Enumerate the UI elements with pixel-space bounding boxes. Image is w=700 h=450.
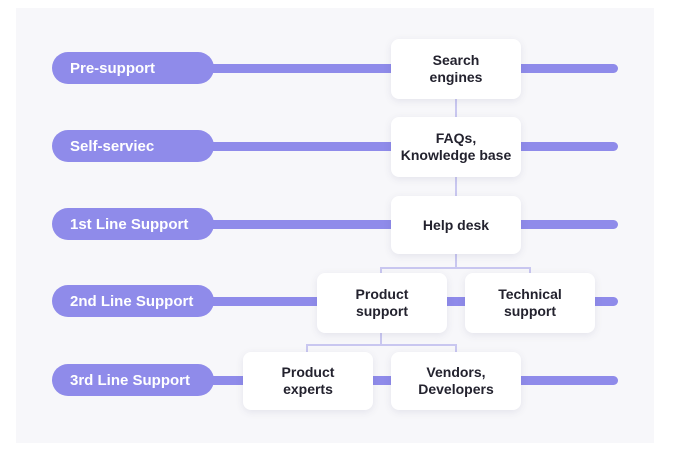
connector-search-faqs	[455, 99, 457, 119]
connector-product-support-down	[380, 333, 382, 345]
level-pill-2nd-line: 2nd Line Support	[52, 285, 214, 317]
level-pill-pre-support: Pre-support	[52, 52, 214, 84]
level-pill-3rd-line: 3rd Line Support	[52, 364, 214, 396]
node-technical-support: Technical support	[465, 273, 595, 333]
node-help-desk: Help desk	[391, 196, 521, 254]
connector-branch-3rd	[306, 344, 457, 346]
connector-to-product-experts	[306, 344, 308, 352]
connector-branch-2nd	[380, 267, 531, 269]
node-vendors-developers: Vendors, Developers	[391, 352, 521, 410]
connector-helpdesk-down	[455, 254, 457, 268]
node-search-engines: Search engines	[391, 39, 521, 99]
connector-to-vendors	[455, 344, 457, 352]
connector-faqs-helpdesk	[455, 177, 457, 197]
connector-to-technical-support	[529, 267, 531, 273]
connector-to-product-support	[380, 267, 382, 273]
level-pill-1st-line: 1st Line Support	[52, 208, 214, 240]
node-product-support: Product support	[317, 273, 447, 333]
node-product-experts: Product experts	[243, 352, 373, 410]
level-pill-self-service: Self-serviec	[52, 130, 214, 162]
node-faqs-knowledge-base: FAQs, Knowledge base	[391, 117, 521, 177]
